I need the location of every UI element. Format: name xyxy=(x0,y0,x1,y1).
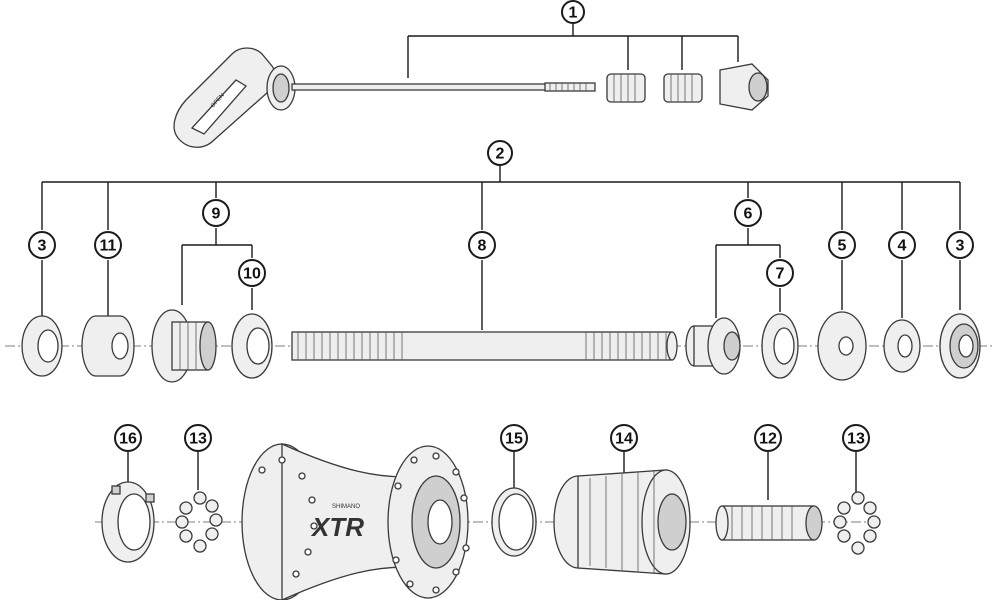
skewer-rod xyxy=(291,83,553,91)
skewer-adjusting-nut xyxy=(719,63,769,111)
callout-5: 5 xyxy=(828,231,856,259)
svg-text:5: 5 xyxy=(838,238,847,255)
axle-thread-right xyxy=(585,332,667,360)
hub-axle xyxy=(291,331,678,361)
svg-text:11: 11 xyxy=(100,238,117,255)
hub-brand-text: XTR xyxy=(310,512,364,542)
leader-lines-part-1 xyxy=(407,24,739,78)
spacer-11 xyxy=(81,315,135,377)
svg-text:12: 12 xyxy=(759,431,777,448)
quick-release-skewer: OPEN xyxy=(173,47,769,148)
svg-text:6: 6 xyxy=(744,206,753,223)
washer-4 xyxy=(883,319,921,373)
skewer-spring-1 xyxy=(606,73,646,103)
svg-text:7: 7 xyxy=(776,266,785,283)
leader-lines-part-2 xyxy=(41,166,961,330)
callout-1: 1 xyxy=(561,0,585,24)
callout-8: 8 xyxy=(468,231,496,259)
callout-16: 16 xyxy=(114,424,142,452)
svg-text:9: 9 xyxy=(212,206,221,223)
svg-text:16: 16 xyxy=(119,431,137,448)
skewer-rod-thread xyxy=(544,82,596,92)
callout-3-left: 3 xyxy=(28,231,56,259)
svg-text:10: 10 xyxy=(243,266,261,283)
freehub-body xyxy=(553,469,691,575)
axle-thread-left xyxy=(297,332,403,360)
callout-6: 6 xyxy=(734,199,762,227)
lock-nut-left xyxy=(21,315,63,377)
callout-14: 14 xyxy=(610,424,638,452)
svg-text:14: 14 xyxy=(615,431,633,448)
spacer-ring-15 xyxy=(491,487,537,557)
callout-10: 10 xyxy=(238,259,266,287)
skewer-spring-2 xyxy=(663,73,703,103)
quick-release-lever: OPEN xyxy=(173,47,296,148)
callout-9: 9 xyxy=(202,199,230,227)
svg-text:13: 13 xyxy=(189,431,207,448)
svg-text:13: 13 xyxy=(847,431,865,448)
seal-ring-10 xyxy=(231,313,273,379)
callout-11: 11 xyxy=(94,231,122,259)
leader-lines-row-3 xyxy=(127,452,857,500)
seal-ring-7 xyxy=(761,313,799,379)
bearing-balls-right xyxy=(833,491,881,555)
svg-text:4: 4 xyxy=(898,238,907,255)
hub-maker-text: SHIMANO xyxy=(332,504,360,510)
spoke-holes-left xyxy=(258,456,318,578)
callout-7: 7 xyxy=(766,259,794,287)
callout-13-right: 13 xyxy=(842,424,870,452)
svg-text:3: 3 xyxy=(956,238,965,255)
svg-text:8: 8 xyxy=(478,238,487,255)
callout-4: 4 xyxy=(888,231,916,259)
spoke-holes-right xyxy=(392,452,470,594)
callout-2: 2 xyxy=(487,140,513,166)
hub-body: SHIMANO XTR xyxy=(241,442,470,600)
svg-text:1: 1 xyxy=(569,5,578,22)
spacer-5 xyxy=(817,311,867,381)
callout-15: 15 xyxy=(500,424,528,452)
lock-nut-right xyxy=(939,313,981,379)
callout-13-left: 13 xyxy=(184,424,212,452)
cone-left xyxy=(151,309,217,383)
svg-text:3: 3 xyxy=(38,238,47,255)
bearing-balls-left xyxy=(175,491,223,553)
callout-3-right: 3 xyxy=(946,231,974,259)
freehub-spacer-12 xyxy=(715,505,823,541)
svg-text:2: 2 xyxy=(496,146,505,163)
cone-right xyxy=(685,317,741,375)
svg-text:15: 15 xyxy=(505,431,523,448)
callout-12: 12 xyxy=(754,424,782,452)
lock-ring-16 xyxy=(101,481,155,563)
